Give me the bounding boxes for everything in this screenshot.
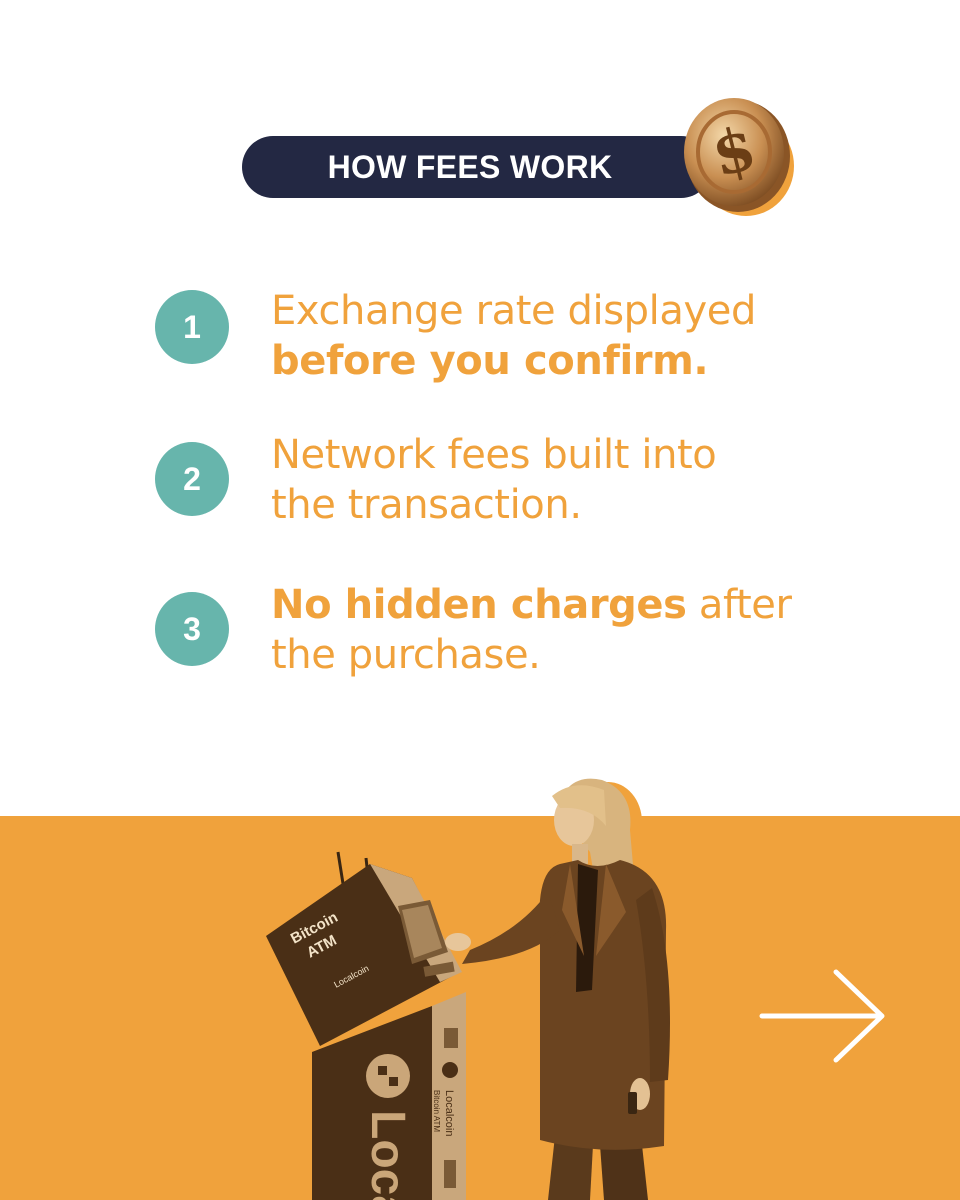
step-2-line2: the transaction. (271, 482, 582, 528)
atm-body (312, 1006, 462, 1200)
step-2-line1: Network fees built into (271, 432, 717, 478)
atm-scene-illustration: Loca Localcoin Bitcoin ATM Bitcoin ATM L… (266, 778, 670, 1200)
step-number-2: 2 (155, 442, 229, 516)
step-3-line1-bold: No hidden charges (271, 582, 687, 628)
atm-side-brand: Localcoin (443, 1090, 455, 1136)
bottom-band (0, 816, 960, 1200)
step-2-text: Network fees built into the transaction. (271, 430, 717, 530)
atm-side-sub: Bitcoin ATM (432, 1090, 441, 1132)
step-number-1: 1 (155, 290, 229, 364)
atm-brand-large: Loca (361, 1110, 414, 1200)
header-title: HOW FEES WORK (327, 148, 613, 185)
step-1-line1: Exchange rate displayed (271, 288, 756, 334)
step-3-line2: the purchase. (271, 632, 541, 678)
step-1-text: Exchange rate displayed before you confi… (271, 286, 756, 386)
step-3-line1-rest: after (686, 582, 792, 628)
step-1-line2-bold: before you confirm. (271, 338, 709, 384)
step-3-text: No hidden charges after the purchase. (271, 580, 792, 680)
person-figure (445, 778, 670, 1200)
dollar-coin-icon: $ (684, 98, 794, 216)
header-pill: HOW FEES WORK (242, 136, 712, 198)
arrow-right-icon[interactable] (758, 966, 890, 1066)
step-number-3: 3 (155, 592, 229, 666)
